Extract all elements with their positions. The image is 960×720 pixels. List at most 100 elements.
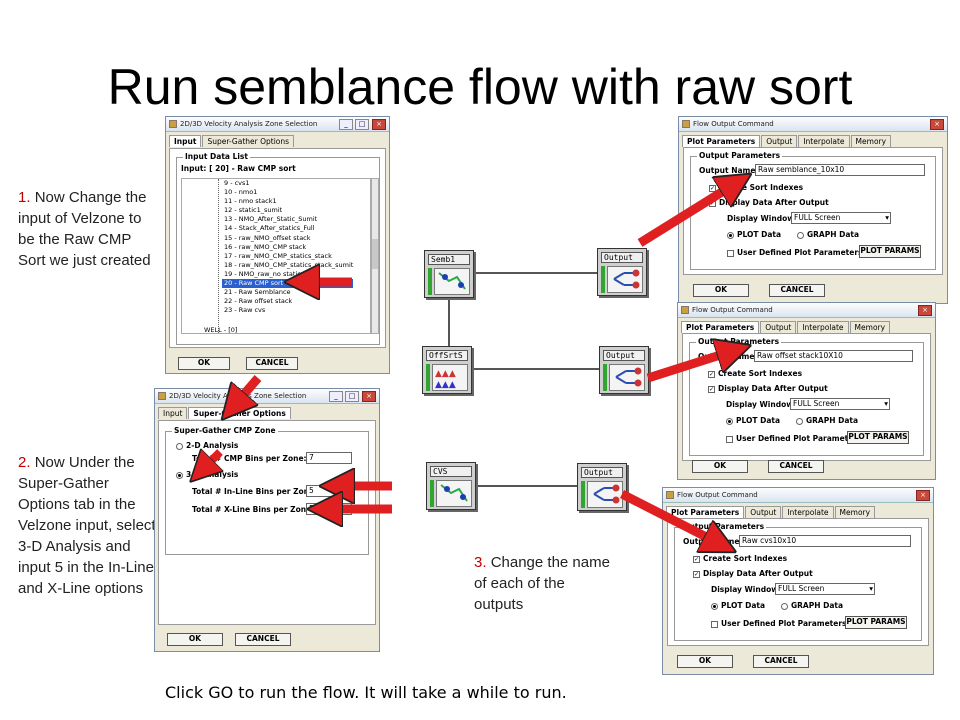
flow-node-semblance[interactable]: Semb1 bbox=[424, 250, 474, 298]
scrollbar-thumb[interactable] bbox=[372, 239, 378, 269]
flow-node-output[interactable]: Output bbox=[577, 463, 627, 511]
tree-item[interactable]: 16 - raw_NMO_CMP stack bbox=[224, 242, 307, 251]
arrow-to-supergather-tab bbox=[232, 375, 262, 408]
close-button[interactable]: × bbox=[916, 490, 930, 501]
window-titlebar: Flow Output Command bbox=[679, 117, 947, 132]
note-3: 3. Change the name of each of the output… bbox=[474, 552, 614, 615]
plot-params-button[interactable]: PLOT PARAMS bbox=[859, 245, 921, 258]
cancel-button[interactable]: CANCEL bbox=[246, 357, 298, 370]
tree-item[interactable]: 17 - raw_NMO_CMP_statics_stack bbox=[224, 251, 332, 260]
arrow-to-cvs-name bbox=[619, 489, 722, 545]
flow-node-output[interactable]: Output bbox=[599, 346, 649, 394]
close-button[interactable]: × bbox=[930, 119, 944, 130]
tab-plot-parameters[interactable]: Plot Parameters bbox=[682, 135, 761, 147]
display-window-select[interactable]: FULL Screen▾ bbox=[791, 212, 891, 224]
flow-node-output[interactable]: Output bbox=[597, 248, 647, 296]
close-button[interactable]: × bbox=[372, 119, 386, 130]
radio-graph-data[interactable]: GRAPH Data bbox=[781, 601, 843, 610]
close-button[interactable]: × bbox=[362, 391, 376, 402]
tab-input[interactable]: Input bbox=[158, 407, 188, 419]
cancel-button[interactable]: CANCEL bbox=[753, 655, 809, 668]
maximize-button[interactable]: □ bbox=[345, 391, 359, 402]
tree-item[interactable]: 12 - static1_sumit bbox=[224, 206, 283, 215]
tab-interpolate[interactable]: Interpolate bbox=[782, 506, 834, 518]
radio-plot-data[interactable]: PLOT Data bbox=[726, 416, 780, 425]
minimize-button[interactable]: _ bbox=[339, 119, 353, 130]
tree-item[interactable]: 21 - Raw Semblance bbox=[224, 288, 291, 297]
display-window-select[interactable]: FULL Screen▾ bbox=[790, 398, 890, 410]
node-status-bar bbox=[426, 364, 430, 391]
tab-super-gather-options[interactable]: Super-Gather Options bbox=[202, 135, 295, 147]
tab-interpolate[interactable]: Interpolate bbox=[798, 135, 850, 147]
tree-item[interactable]: 19 - NMO_raw_no static bbox=[224, 269, 301, 278]
cancel-button[interactable]: CANCEL bbox=[769, 284, 825, 297]
radio-plot-data[interactable]: PLOT Data bbox=[727, 230, 781, 239]
output-icon bbox=[607, 266, 643, 293]
radio-graph-data[interactable]: GRAPH Data bbox=[796, 416, 858, 425]
tree-item[interactable]: 9 - cvs1 bbox=[224, 179, 250, 187]
create-sort-indexes-checkbox[interactable]: ✓Create Sort Indexes bbox=[693, 554, 788, 563]
display-after-output-checkbox[interactable]: ✓Display Data After Output bbox=[693, 569, 813, 578]
tree-item[interactable]: 10 - nmo1 bbox=[224, 188, 258, 197]
tree-item[interactable]: 14 - Stack_After_statics_Full bbox=[224, 224, 315, 233]
ok-button[interactable]: OK bbox=[178, 357, 230, 370]
create-sort-indexes-checkbox[interactable]: ✓Create Sort Indexes bbox=[708, 369, 803, 378]
minimize-button[interactable]: _ bbox=[329, 391, 343, 402]
cancel-button[interactable]: CANCEL bbox=[235, 633, 291, 646]
group-label: Output Parameters bbox=[697, 151, 783, 160]
group-label: Input Data List bbox=[183, 152, 250, 161]
radio-2d[interactable]: 2-D Analysis bbox=[176, 441, 238, 450]
tab-output[interactable]: Output bbox=[761, 135, 798, 147]
tree-item[interactable]: 11 - nmo stack1 bbox=[224, 197, 277, 206]
tree-item[interactable]: 15 - raw_NMO_offset stack bbox=[224, 233, 311, 242]
flow-node-offset-sort[interactable]: OffSrtS ▲▲▲▲▲▲ bbox=[422, 346, 472, 394]
tab-input[interactable]: Input bbox=[169, 135, 202, 147]
display-window-label: Display Window: bbox=[726, 400, 797, 409]
radio-graph-data[interactable]: GRAPH Data bbox=[797, 230, 859, 239]
tab-interpolate[interactable]: Interpolate bbox=[797, 321, 849, 333]
tree-item[interactable]: 22 - Raw offset stack bbox=[224, 297, 293, 306]
tree-item[interactable]: 13 - NMO_After_Static_Sumit bbox=[224, 215, 318, 224]
scrollbar[interactable] bbox=[371, 178, 379, 334]
plot-params-button[interactable]: PLOT PARAMS bbox=[847, 431, 909, 444]
tab-memory[interactable]: Memory bbox=[834, 506, 876, 518]
output-name-input[interactable]: Raw semblance_10x10 bbox=[755, 164, 925, 176]
flow-output-window-cvs: Flow Output Command × Plot Parameters Ou… bbox=[662, 487, 934, 675]
tab-memory[interactable]: Memory bbox=[849, 321, 891, 333]
close-button[interactable]: × bbox=[918, 305, 932, 316]
ok-button[interactable]: OK bbox=[167, 633, 223, 646]
flow-output-window-semblance: Flow Output Command × Plot Parameters Ou… bbox=[678, 116, 948, 304]
total-cmp-input[interactable]: 7 bbox=[306, 452, 352, 464]
user-defined-plot-checkbox[interactable]: User Defined Plot Parameters bbox=[726, 434, 862, 443]
display-window-select[interactable]: FULL Screen▾ bbox=[775, 583, 875, 595]
radio-plot-data[interactable]: PLOT Data bbox=[711, 601, 765, 610]
output-name-input[interactable]: Raw offset stack10X10 bbox=[754, 350, 913, 362]
tab-output[interactable]: Output bbox=[745, 506, 782, 518]
ok-button[interactable]: OK bbox=[693, 284, 749, 297]
node-label: Output bbox=[603, 350, 645, 361]
node-status-bar bbox=[428, 268, 432, 295]
tab-plot-parameters[interactable]: Plot Parameters bbox=[681, 321, 760, 333]
cancel-button[interactable]: CANCEL bbox=[768, 460, 824, 473]
plot-params-button[interactable]: PLOT PARAMS bbox=[845, 616, 907, 629]
tab-memory[interactable]: Memory bbox=[850, 135, 892, 147]
maximize-button[interactable]: □ bbox=[355, 119, 369, 130]
ok-button[interactable]: OK bbox=[692, 460, 748, 473]
output-icon bbox=[609, 364, 645, 391]
output-name-input[interactable]: Raw cvs10x10 bbox=[739, 535, 911, 547]
tab-output[interactable]: Output bbox=[760, 321, 797, 333]
ok-button[interactable]: OK bbox=[677, 655, 733, 668]
user-defined-plot-checkbox[interactable]: User Defined Plot Parameters bbox=[711, 619, 847, 628]
flow-node-cvs[interactable]: CVS bbox=[426, 462, 476, 510]
display-after-output-checkbox[interactable]: ✓Display Data After Output bbox=[708, 384, 828, 393]
tree-item[interactable]: 23 - Raw cvs bbox=[224, 306, 266, 315]
slide-footer: Click GO to run the flow. It will take a… bbox=[165, 683, 567, 702]
user-defined-plot-checkbox[interactable]: User Defined Plot Parameters bbox=[727, 248, 863, 257]
node-status-bar bbox=[601, 266, 605, 293]
window-title: Flow Output Command bbox=[692, 306, 773, 314]
slide-title: Run semblance flow with raw sort bbox=[107, 59, 853, 115]
well-item[interactable]: WELL - [0] bbox=[204, 326, 238, 334]
node-status-bar bbox=[603, 364, 607, 391]
connector-line bbox=[471, 272, 597, 274]
window-title: Flow Output Command bbox=[677, 491, 758, 499]
